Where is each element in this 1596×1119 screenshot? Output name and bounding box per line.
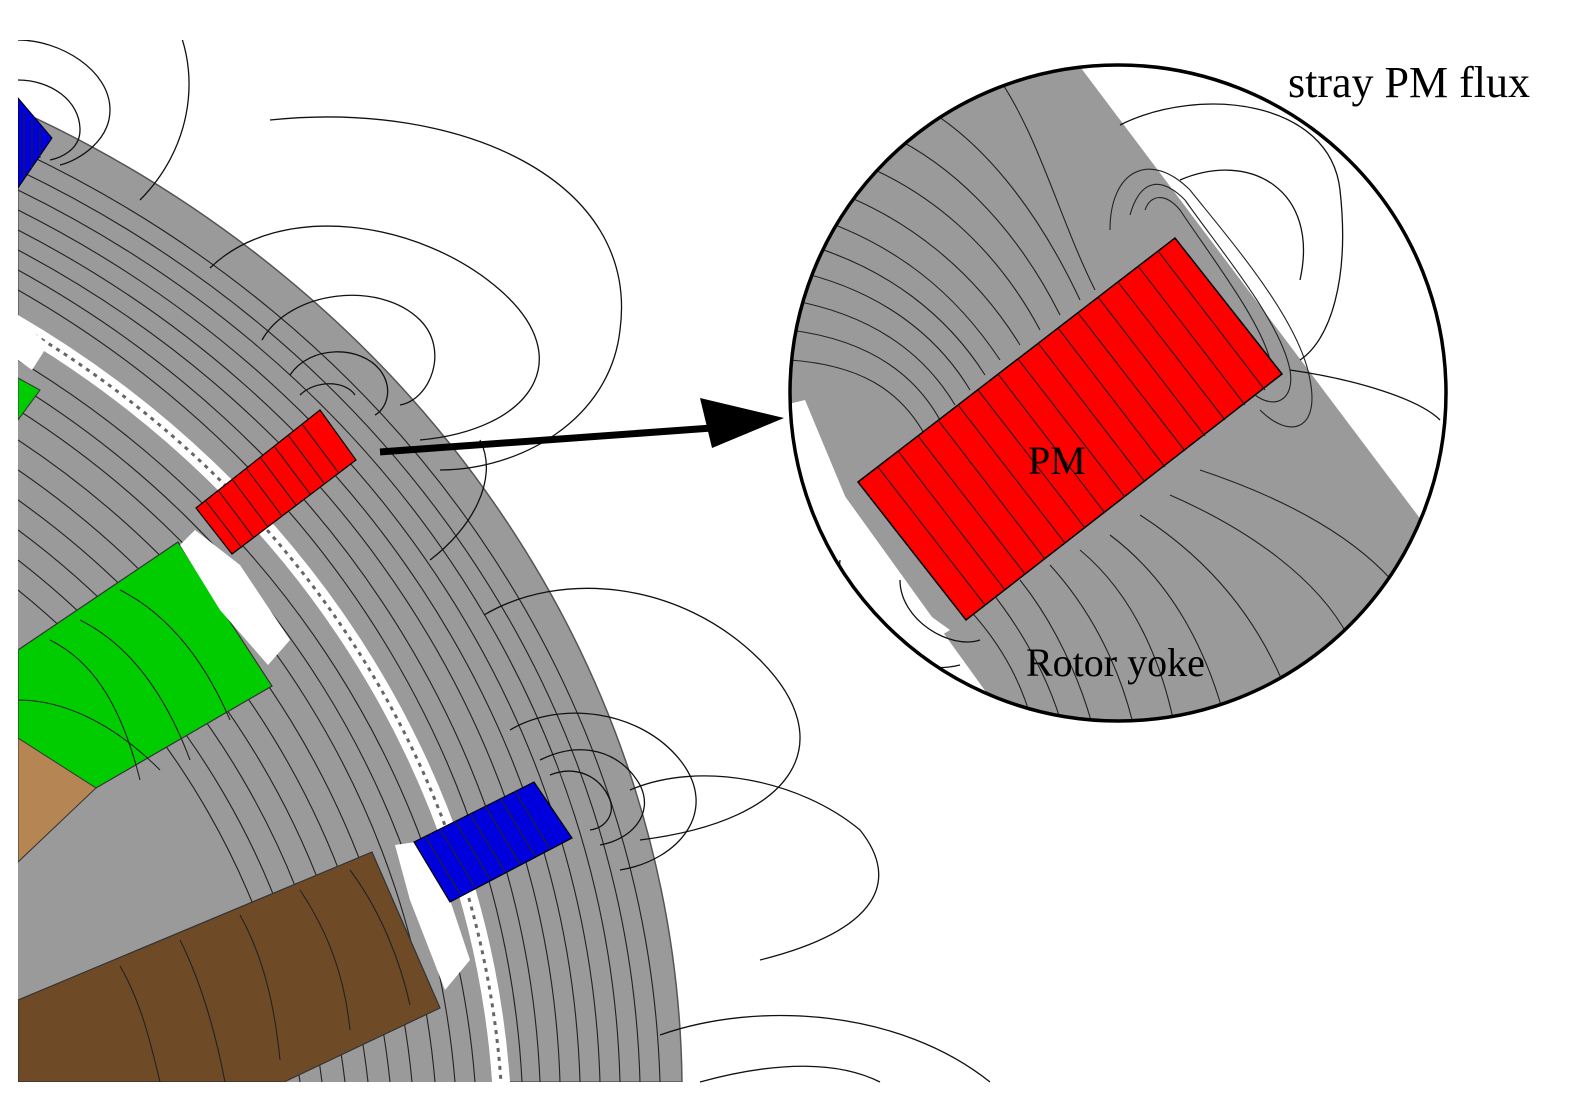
magnified-yoke-flux [790,79,1401,721]
slot-opening-3 [395,840,470,990]
coil-green-top [18,377,41,421]
pm-blue [413,781,573,903]
machine-section [18,97,683,1082]
stray-flux-lines [18,40,991,1083]
slot-opening-2 [180,530,290,665]
slot-opening-1 [18,318,48,370]
pm-blue-top [18,97,53,189]
coil-brown [18,851,441,1082]
zoom-arrow [379,398,784,456]
yoke-flux-lines [18,149,661,1082]
magnifier-border [788,63,1448,723]
rotor-yoke-label: Rotor yoke [1026,640,1205,685]
magnified-view [788,63,1448,723]
magnified-pm [856,236,1284,622]
coil-green-lines [18,589,231,781]
coil-brown-lines [119,869,411,1082]
pm-red [195,409,357,555]
pm-label: PM [1028,438,1086,483]
coil-tan [18,737,97,863]
stray-flux-label: stray PM flux [1288,58,1530,107]
coil-green [18,541,273,813]
